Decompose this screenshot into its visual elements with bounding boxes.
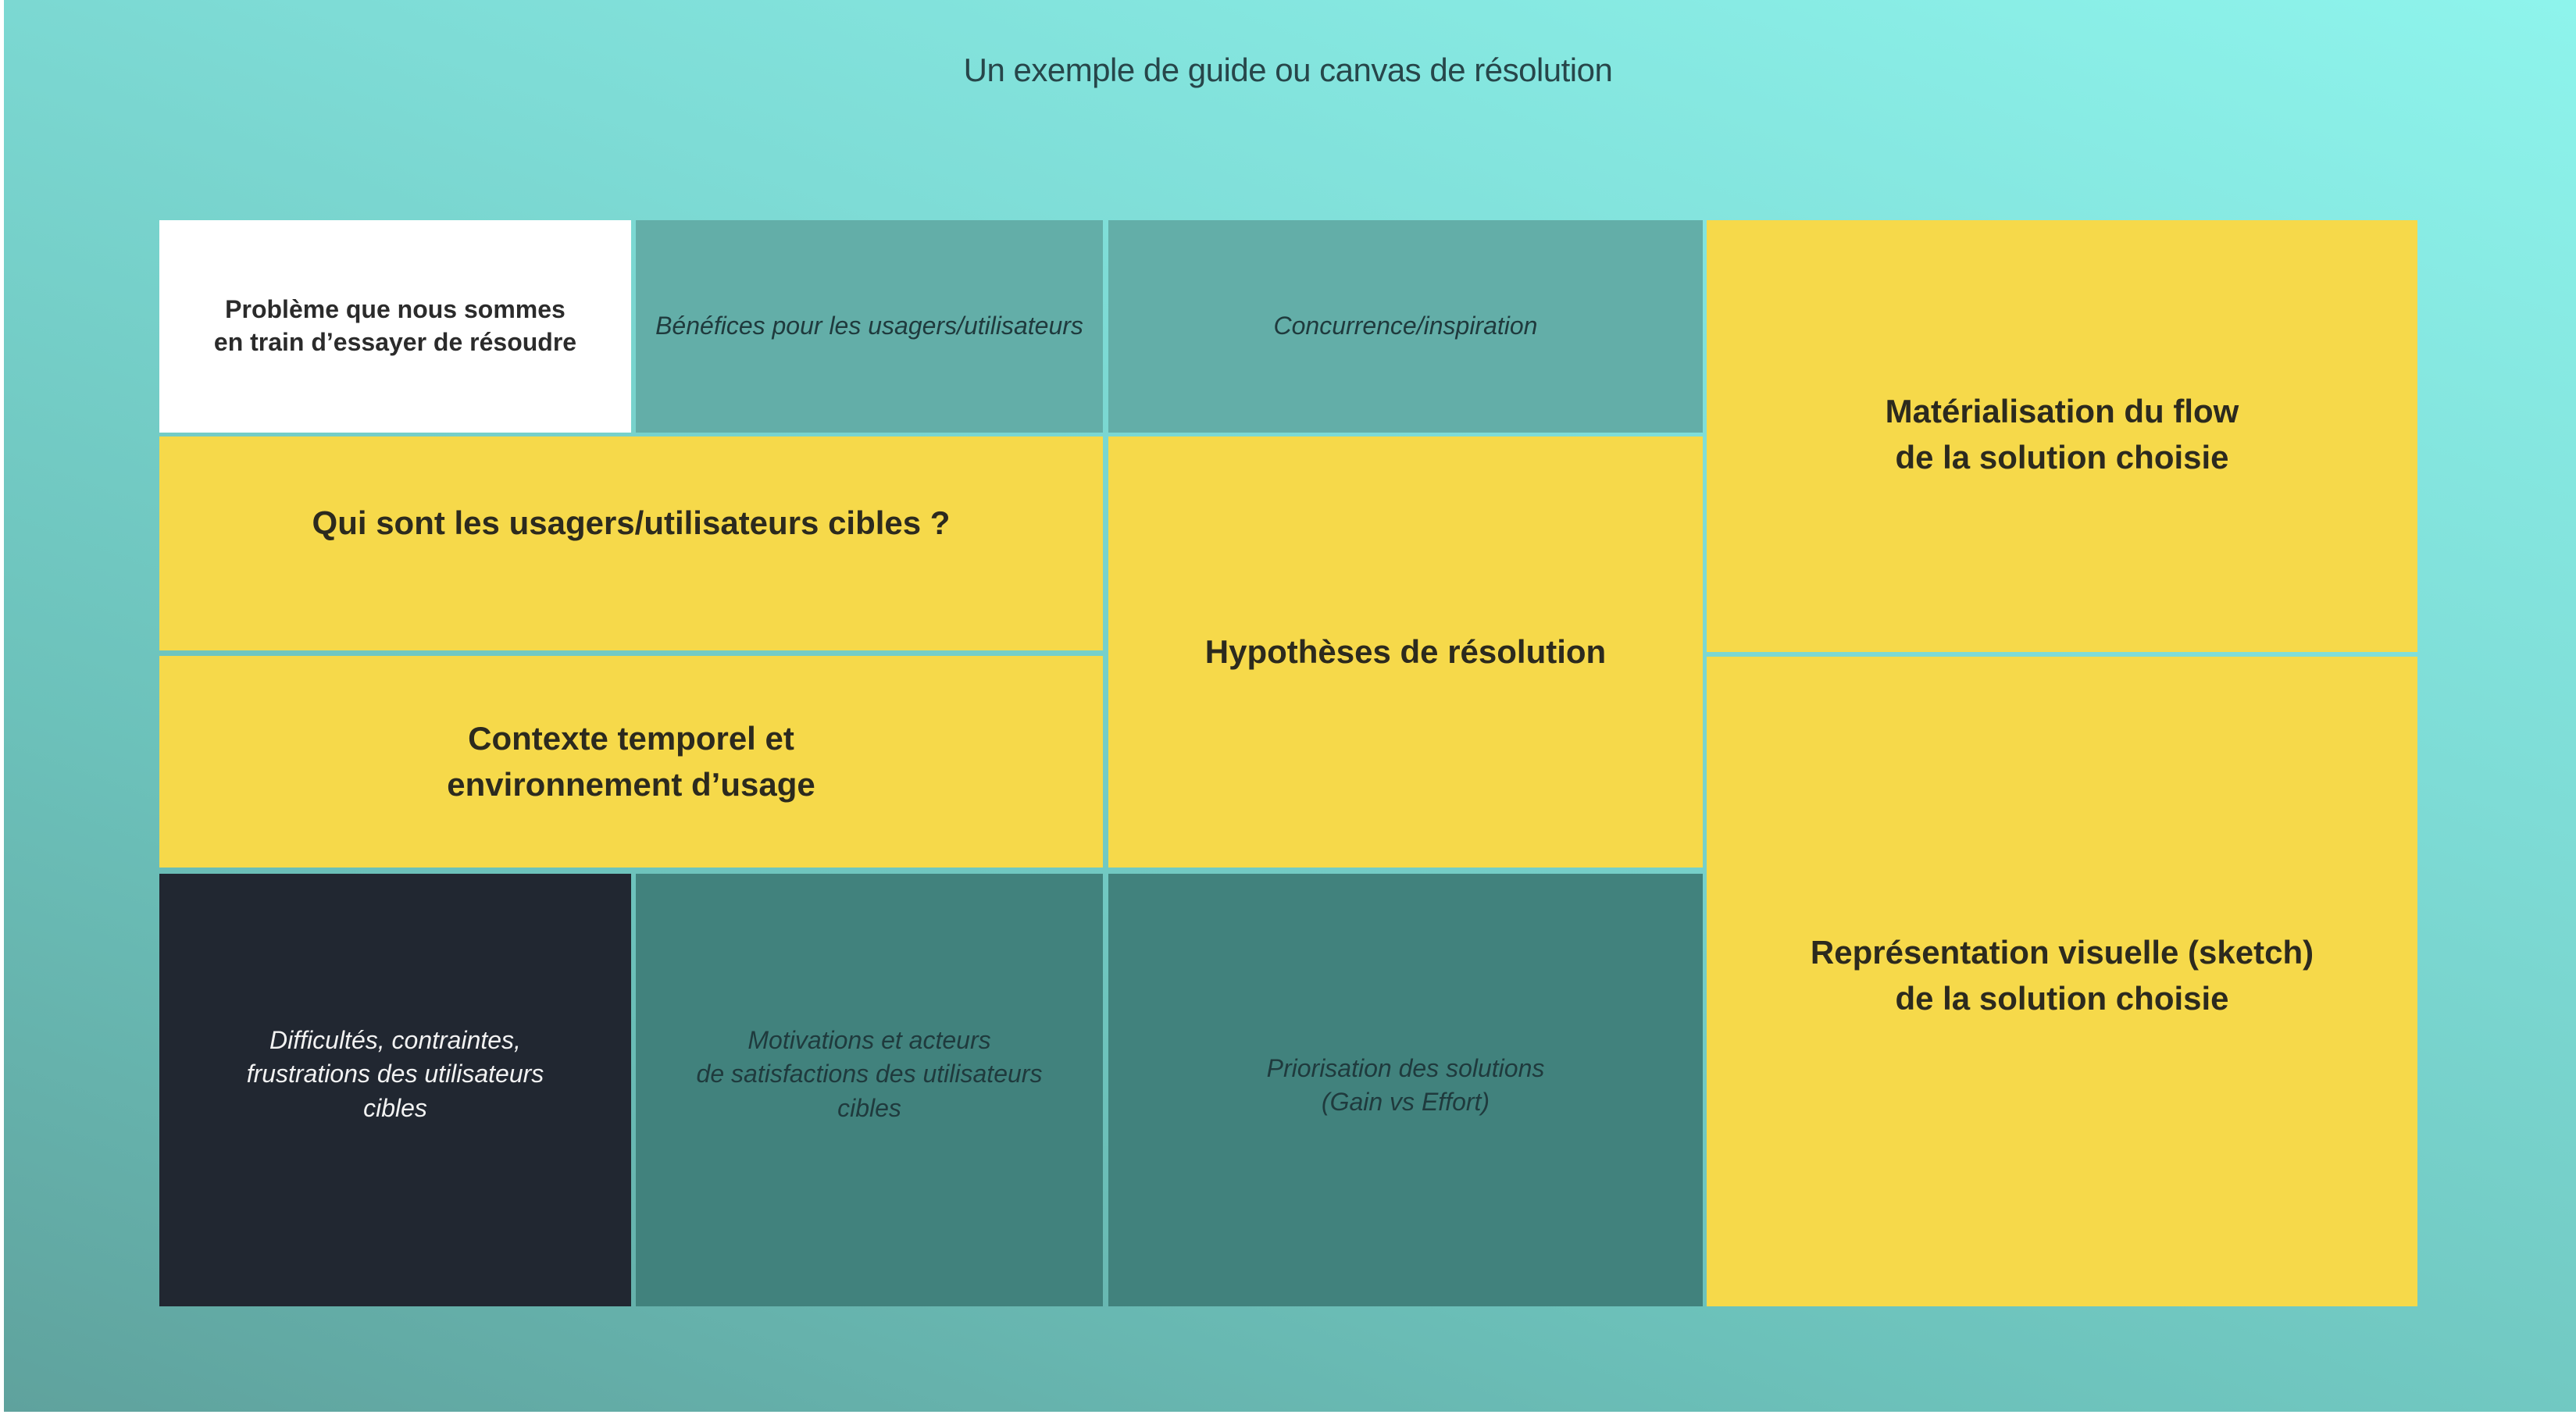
cell-prioritization-label: Priorisation des solutions (Gain vs Effo… [1266, 1054, 1545, 1117]
cell-flow: Matérialisation du flow de la solution c… [1707, 220, 2417, 652]
cell-hypotheses: Hypothèses de résolution [1108, 436, 1703, 868]
cell-sketch-label: Représentation visuelle (sketch) de la s… [1810, 934, 2314, 1017]
cell-context: Contexte temporel et environnement d’usa… [159, 656, 1103, 868]
cell-target-users: Qui sont les usagers/utilisateurs cibles… [159, 436, 1103, 650]
cell-sketch: Représentation visuelle (sketch) de la s… [1707, 657, 2417, 1306]
cell-problem-label: Problème que nous sommes en train d’essa… [213, 295, 577, 356]
cell-problem: Problème que nous sommes en train d’essa… [159, 220, 631, 433]
cell-benefits-label: Bénéfices pour les usagers/utilisateurs [655, 312, 1083, 340]
cell-hypotheses-label: Hypothèses de résolution [1204, 632, 1607, 670]
cell-competition: Concurrence/inspiration [1108, 220, 1703, 433]
cell-difficulties-label: Difficultés, contraintes, frustrations d… [246, 1026, 544, 1122]
cell-flow-label: Matérialisation du flow de la solution c… [1885, 393, 2239, 476]
cell-motivations-label: Motivations et acteurs de satisfactions … [696, 1026, 1043, 1122]
cell-motivations: Motivations et acteurs de satisfactions … [636, 874, 1103, 1306]
cell-competition-label: Concurrence/inspiration [1273, 312, 1538, 340]
cell-target-users-label: Qui sont les usagers/utilisateurs cibles… [312, 504, 951, 541]
cell-benefits: Bénéfices pour les usagers/utilisateurs [636, 220, 1103, 433]
cell-difficulties: Difficultés, contraintes, frustrations d… [159, 874, 631, 1306]
cell-context-label: Contexte temporel et environnement d’usa… [447, 719, 815, 803]
page-title: Un exemple de guide ou canvas de résolut… [963, 52, 1613, 88]
cell-prioritization: Priorisation des solutions (Gain vs Effo… [1108, 874, 1703, 1306]
